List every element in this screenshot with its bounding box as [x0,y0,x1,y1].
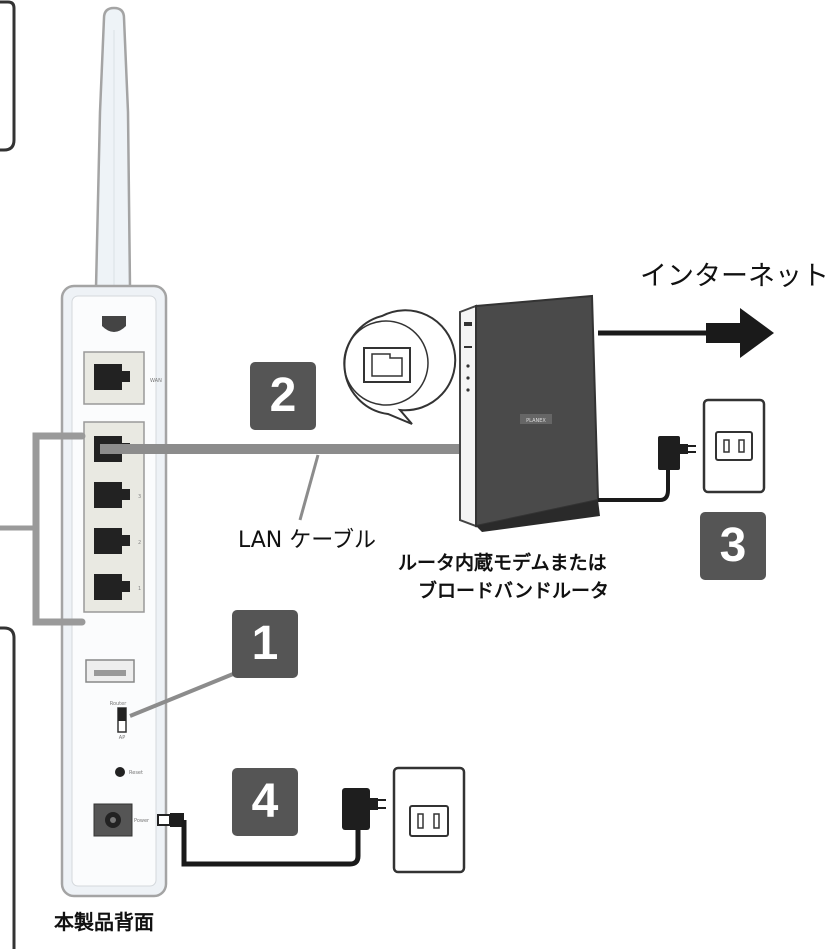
port-1-label: 1 [138,586,141,592]
lan-port-2[interactable] [94,528,130,554]
lan-cable-label: LAN ケーブル [238,528,376,553]
internet-arrow [706,308,774,358]
wan-port[interactable] [83,351,145,405]
ap-label: AP [119,735,125,741]
router-power-plug [157,813,184,827]
lan-port-3[interactable] [94,482,130,508]
power-jack[interactable] [93,803,133,837]
product-back-label: 本製品背面 [54,910,154,934]
power-label: Power [134,818,150,824]
lan-port-1[interactable] [94,574,130,600]
step-1-leader [129,670,239,718]
modem-router-label-line1: ルータ内蔵モデムまたは [398,552,607,574]
wan-label: WAN [150,378,162,384]
modem-power-adapter [658,436,696,470]
internet-label: インターネット [640,261,829,292]
modem-router-device: PLANEX [459,294,600,532]
reset-label: Reset [129,770,143,776]
step-1-badge: 1 [232,610,298,678]
router-label: Router [110,701,128,707]
edge-panel-top [0,0,16,152]
port-2-label: 2 [138,540,141,546]
router-antenna [94,6,132,290]
lan-cable [100,444,462,521]
step-4-badge: 4 [232,768,298,836]
port-3-label: 3 [138,494,141,500]
modem-brand-label: PLANEX [526,418,546,424]
wall-outlet-2 [392,766,466,874]
modem-router-label-line2: ブロードバンドルータ [418,580,609,602]
router-power-adapter [342,788,386,830]
edge-panel-bottom [0,626,16,949]
lan-port-callout [343,309,457,425]
step-2-badge: 2 [250,362,316,430]
reset-button[interactable] [115,767,125,777]
router-power-cable [181,820,361,867]
step-3-badge: 3 [700,512,766,580]
modem-power-cable [598,464,670,502]
wall-outlet-1 [702,398,766,494]
